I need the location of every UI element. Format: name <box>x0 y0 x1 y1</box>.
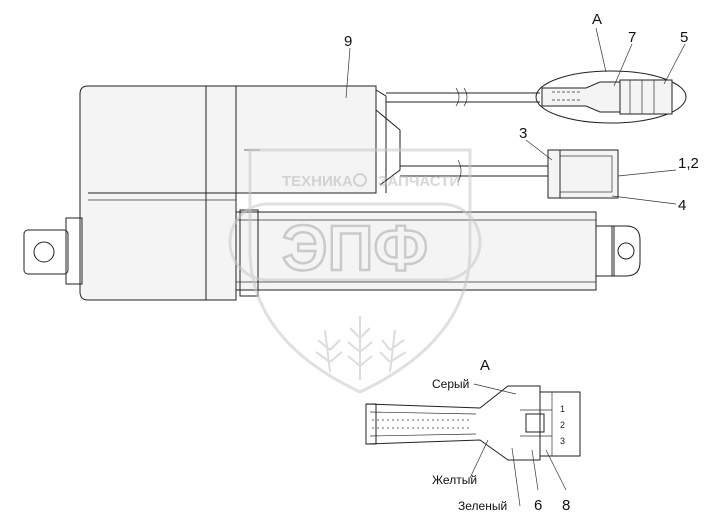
watermark: ТЕХНИКА ЗАПЧАСТИ ЭПФ <box>228 148 482 394</box>
gear-icon <box>353 173 367 187</box>
shield-icon <box>248 148 472 394</box>
pin-3: 3 <box>560 436 565 446</box>
callout-4: 4 <box>678 197 686 214</box>
callout-5: 5 <box>680 29 688 46</box>
detail-a-marker <box>535 70 687 124</box>
pin-1: 1 <box>560 404 565 414</box>
watermark-brand-right: ЗАПЧАСТИ <box>378 173 460 190</box>
watermark-logo: ЭПФ <box>282 212 428 284</box>
wire-label-grey: Серый <box>432 377 469 391</box>
cable-harness <box>386 70 687 124</box>
callout-8: 8 <box>562 497 570 514</box>
callout-a-top: A <box>592 11 602 28</box>
callout-1-2: 1,2 <box>678 155 699 172</box>
wire-label-green: Зеленый <box>458 499 507 513</box>
rear-mount <box>23 217 83 285</box>
pin-2: 2 <box>560 420 565 430</box>
callout-3: 3 <box>519 125 527 142</box>
gearbox-cover <box>235 85 377 194</box>
callout-7: 7 <box>628 29 636 46</box>
leader-lines <box>345 27 686 205</box>
wheat-ears-icon <box>315 316 407 380</box>
wire-label-yellow: Желтый <box>432 473 477 487</box>
callout-a-detail: A <box>480 357 490 374</box>
actuator-assembly <box>23 85 641 301</box>
rod-end <box>595 225 641 277</box>
watermark-brand-left: ТЕХНИКА <box>282 173 353 190</box>
callout-6: 6 <box>534 497 542 514</box>
sensor-connector <box>400 149 619 199</box>
callout-9: 9 <box>344 33 352 50</box>
detail-a-section: A 1 2 3 <box>365 357 581 507</box>
